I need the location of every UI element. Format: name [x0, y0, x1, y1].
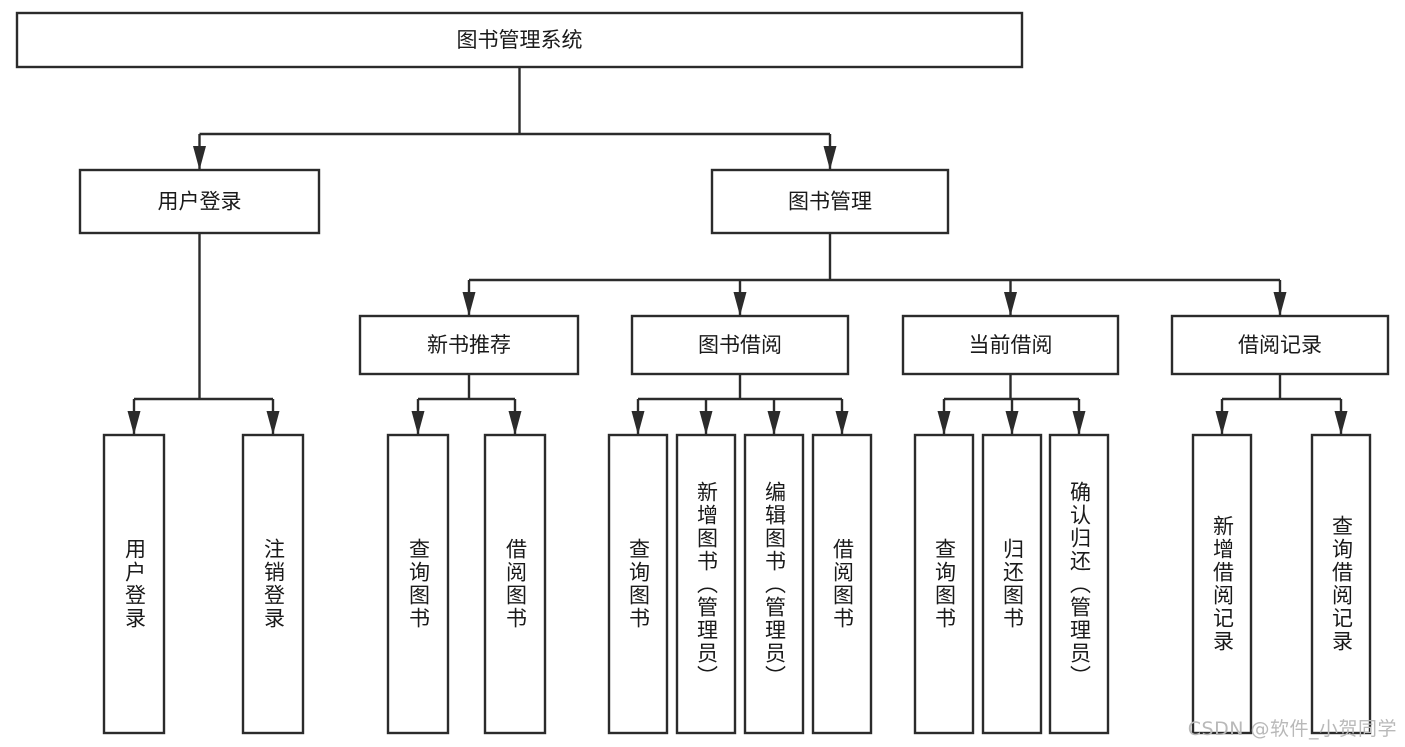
node-book-manage[interactable]: 图书管理	[710, 168, 950, 235]
node-book-borrow[interactable]: 图书借阅	[630, 314, 850, 376]
arrow-head-icon	[1004, 292, 1017, 316]
arrow-head-icon	[699, 411, 713, 435]
node-label-current-borrow: 当前借阅	[969, 333, 1053, 357]
arrow-head-icon	[127, 411, 141, 435]
node-box-leaf-edit-book[interactable]	[743, 433, 805, 735]
node-leaf-add-record[interactable]	[1191, 433, 1253, 735]
edge-group-book-manage	[462, 233, 1287, 316]
node-box-leaf-user-login[interactable]	[102, 433, 166, 735]
node-label-borrow-record: 借阅记录	[1238, 333, 1322, 357]
node-user-login[interactable]: 用户登录	[78, 168, 321, 235]
node-box-borrow-record[interactable]	[1170, 314, 1390, 376]
arrow-head-icon	[1273, 292, 1287, 316]
node-box-leaf-borrow-book[interactable]	[811, 433, 873, 735]
node-new-book-rec[interactable]: 新书推荐	[358, 314, 580, 376]
node-box-leaf-add-record[interactable]	[1191, 433, 1253, 735]
node-root[interactable]: 图书管理系统	[15, 11, 1024, 69]
node-leaf-logout[interactable]	[241, 433, 305, 735]
node-label-book-borrow: 图书借阅	[698, 333, 782, 357]
arrow-head-icon	[1215, 411, 1229, 435]
node-box-leaf-query-record[interactable]	[1310, 433, 1372, 735]
node-leaf-user-login[interactable]	[102, 433, 166, 735]
node-borrow-record[interactable]: 借阅记录	[1170, 314, 1390, 376]
node-leaf-query-book-borrow[interactable]	[607, 433, 669, 735]
arrow-head-icon	[767, 411, 781, 435]
arrow-head-icon	[631, 411, 645, 435]
node-box-new-book-rec[interactable]	[358, 314, 580, 376]
arrow-head-icon	[462, 292, 476, 316]
node-box-leaf-confirm-return[interactable]	[1048, 433, 1110, 735]
arrow-head-icon	[508, 411, 522, 435]
arrow-head-icon	[1334, 411, 1348, 435]
node-box-book-borrow[interactable]	[630, 314, 850, 376]
edge-layer	[127, 67, 1348, 435]
edge-group-root	[193, 67, 837, 170]
arrow-head-icon	[1005, 411, 1019, 435]
node-leaf-return-book[interactable]	[981, 433, 1043, 735]
node-box-leaf-query-book-cur[interactable]	[913, 433, 975, 735]
node-box-leaf-logout[interactable]	[241, 433, 305, 735]
edge-group-new-book-rec	[411, 374, 522, 435]
node-box-book-manage[interactable]	[710, 168, 950, 235]
edge-group-book-borrow	[631, 374, 849, 435]
node-leaf-query-book-cur[interactable]	[913, 433, 975, 735]
arrow-head-icon	[937, 411, 951, 435]
node-box-user-login[interactable]	[78, 168, 321, 235]
arrow-head-icon	[835, 411, 849, 435]
node-box-leaf-query-book-borrow[interactable]	[607, 433, 669, 735]
arrow-head-icon	[266, 411, 280, 435]
watermark-text: CSDN @软件_小贺同学	[1187, 718, 1397, 740]
node-box-root[interactable]	[15, 11, 1024, 69]
node-leaf-query-record[interactable]	[1310, 433, 1372, 735]
node-leaf-add-book[interactable]	[675, 433, 737, 735]
node-leaf-borrow-book-rec[interactable]	[483, 433, 547, 735]
node-label-book-manage: 图书管理	[788, 190, 872, 214]
node-box-leaf-borrow-book-rec[interactable]	[483, 433, 547, 735]
node-leaf-borrow-book[interactable]	[811, 433, 873, 735]
edge-group-borrow-record	[1215, 374, 1348, 435]
arrow-head-icon	[823, 146, 837, 170]
node-leaf-edit-book[interactable]	[743, 433, 805, 735]
node-label-user-login: 用户登录	[158, 190, 242, 214]
node-box-leaf-add-book[interactable]	[675, 433, 737, 735]
arrow-head-icon	[193, 146, 206, 170]
node-label-new-book-rec: 新书推荐	[427, 333, 511, 357]
node-box-leaf-return-book[interactable]	[981, 433, 1043, 735]
arrow-head-icon	[1072, 411, 1086, 435]
edge-group-user-login	[127, 233, 280, 435]
node-label-root: 图书管理系统	[457, 28, 583, 52]
edge-group-current-borrow	[937, 374, 1086, 435]
node-leaf-confirm-return[interactable]	[1048, 433, 1110, 735]
node-box-leaf-query-book-rec[interactable]	[386, 433, 450, 735]
node-leaf-query-book-rec[interactable]	[386, 433, 450, 735]
node-current-borrow[interactable]: 当前借阅	[901, 314, 1120, 376]
arrow-head-icon	[411, 411, 425, 435]
arrow-head-icon	[733, 292, 747, 316]
node-box-current-borrow[interactable]	[901, 314, 1120, 376]
